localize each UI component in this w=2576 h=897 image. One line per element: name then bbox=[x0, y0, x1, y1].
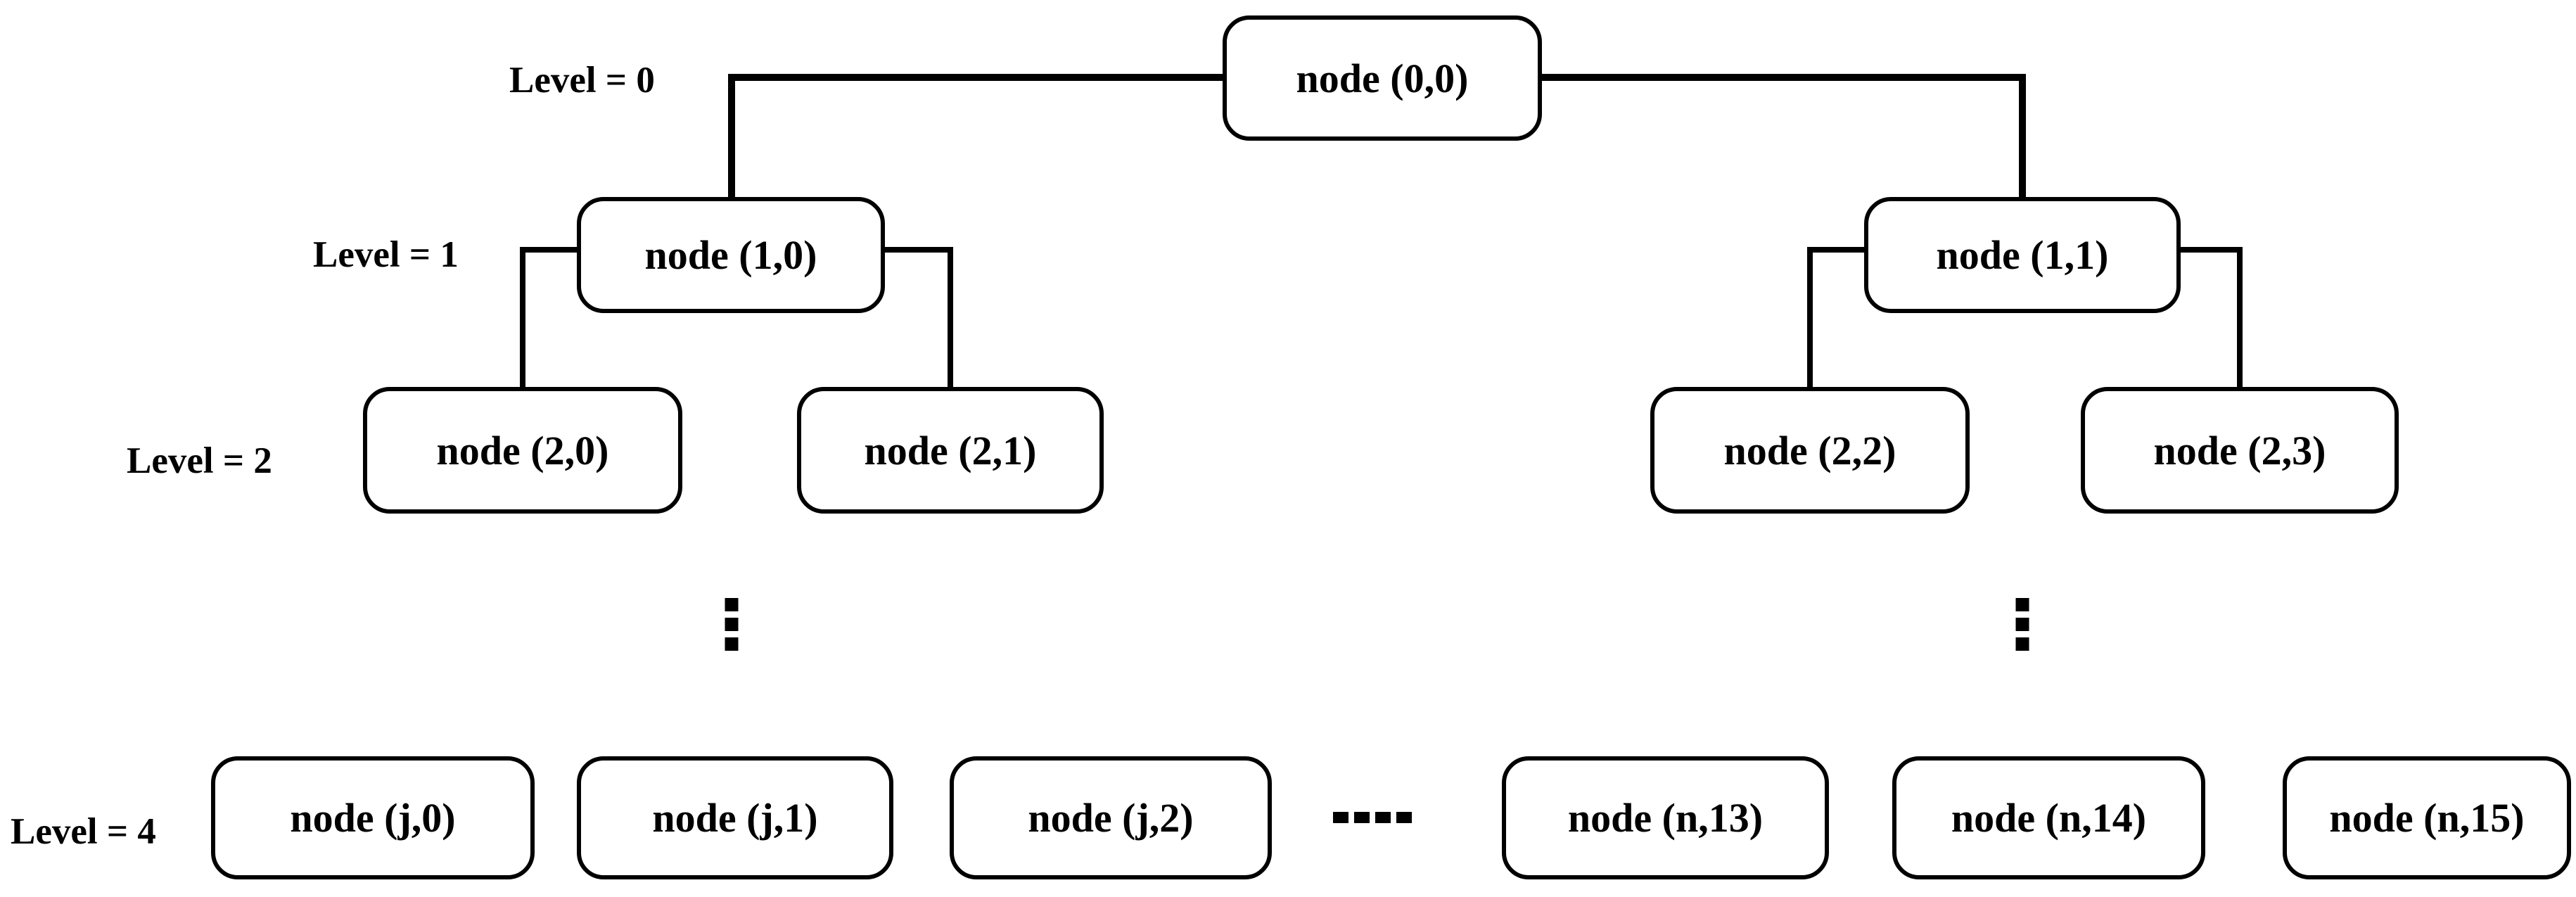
tree-node-j-0: node (j,0) bbox=[211, 756, 535, 879]
tree-node-2-3: node (2,3) bbox=[2081, 387, 2399, 514]
level-4-label: Level = 4 bbox=[11, 811, 156, 852]
connector-node10-to-left-child bbox=[520, 247, 580, 388]
tree-node-n-15: node (n,15) bbox=[2283, 756, 2571, 879]
tree-node-0-0: node (0,0) bbox=[1223, 15, 1542, 141]
tree-node-1-0: node (1,0) bbox=[577, 197, 885, 313]
tree-node-j-2: node (j,2) bbox=[950, 756, 1272, 879]
tree-node-n-14: node (n,14) bbox=[1892, 756, 2205, 879]
tree-node-2-2: node (2,2) bbox=[1650, 387, 1970, 514]
connector-root-to-right-child bbox=[1541, 74, 2026, 198]
level-0-label: Level = 0 bbox=[509, 60, 655, 101]
connector-node11-to-right-child bbox=[2178, 247, 2243, 388]
tree-node-j-1: node (j,1) bbox=[577, 756, 893, 879]
tree-node-2-1: node (2,1) bbox=[797, 387, 1104, 514]
connector-node11-to-left-child bbox=[1807, 247, 1867, 388]
connector-node10-to-right-child bbox=[882, 247, 953, 388]
tree-node-n-13: node (n,13) bbox=[1502, 756, 1829, 879]
tree-node-1-1: node (1,1) bbox=[1864, 197, 2181, 313]
level-1-label: Level = 1 bbox=[313, 234, 459, 275]
tree-node-2-0: node (2,0) bbox=[363, 387, 682, 514]
connector-root-to-left-child bbox=[728, 74, 1223, 198]
level-2-label: Level = 2 bbox=[127, 440, 272, 481]
